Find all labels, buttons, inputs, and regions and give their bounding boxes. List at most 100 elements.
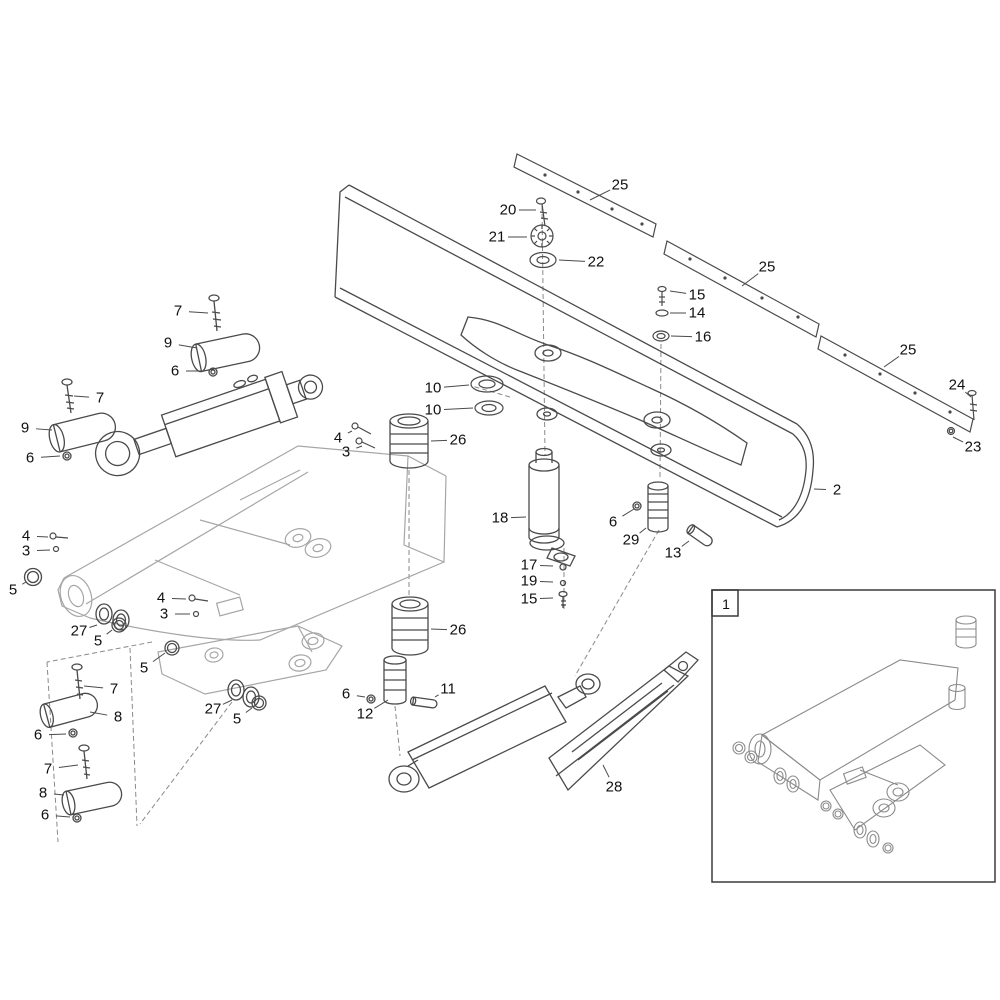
pin-9-lower	[48, 412, 117, 453]
callout-6: 6	[608, 513, 618, 531]
washers-10	[470, 375, 504, 416]
bushing-27-right	[227, 679, 260, 708]
callout-8: 8	[38, 784, 48, 802]
callout-6: 6	[40, 806, 50, 824]
lower-arm-reference	[157, 625, 343, 695]
callout-11: 11	[440, 680, 456, 698]
cylinder-pins	[48, 294, 261, 461]
callout-6: 6	[25, 449, 35, 467]
callout-6: 6	[341, 685, 351, 703]
inset-item-number: 1	[722, 596, 730, 612]
callout-2: 2	[832, 481, 842, 499]
pin-8-kit1	[39, 692, 99, 729]
bushings-26	[389, 413, 429, 656]
pivot-pin-18	[528, 447, 576, 608]
strip-nut-23	[946, 426, 956, 436]
callout-14: 14	[688, 304, 706, 322]
callout-5: 5	[232, 710, 242, 728]
callout-26: 26	[449, 431, 467, 449]
pin-11	[409, 696, 438, 709]
callout-23: 23	[964, 438, 982, 456]
washer-14	[655, 309, 669, 317]
nut-6-kit2	[72, 813, 82, 823]
angle-cylinder	[94, 370, 324, 477]
bolt-7-lower	[61, 378, 75, 414]
callout-6: 6	[33, 726, 43, 744]
inset-assembled-frame	[732, 615, 977, 854]
nut-6-kit1	[68, 728, 78, 738]
bushing-27-left	[95, 603, 130, 631]
bolt-7-upper	[208, 294, 222, 332]
callout-19: 19	[520, 572, 538, 590]
callout-27: 27	[204, 700, 222, 718]
callout-6: 6	[170, 362, 180, 380]
nut-6-lower	[62, 451, 72, 461]
callout-4: 4	[333, 429, 343, 447]
callout-25: 25	[899, 341, 917, 359]
strip-bolt-24	[967, 389, 978, 421]
washer-22	[529, 251, 557, 269]
ring-16	[652, 330, 670, 342]
callout-15: 15	[520, 590, 538, 608]
bushing-29-group	[632, 481, 713, 547]
callout-3: 3	[341, 443, 351, 461]
guard-plate-28	[548, 651, 699, 792]
callout-3: 3	[21, 542, 31, 560]
pin-13	[686, 524, 713, 547]
callout-5: 5	[8, 581, 18, 599]
blade-fasteners	[529, 197, 670, 342]
callout-17: 17	[520, 556, 538, 574]
callout-24: 24	[948, 376, 966, 394]
callout-4: 4	[21, 527, 31, 545]
bushing-26-upper	[389, 413, 429, 469]
callout-28: 28	[605, 778, 623, 796]
frame-pin-kits	[39, 663, 123, 823]
callout-7: 7	[43, 760, 53, 778]
callout-10: 10	[424, 379, 442, 397]
callout-29: 29	[622, 531, 640, 549]
nut-6-cylinder	[366, 694, 376, 704]
callout-12: 12	[356, 705, 374, 723]
projection-lines	[46, 205, 662, 843]
callout-13: 13	[664, 544, 682, 562]
callout-5: 5	[93, 632, 103, 650]
callout-5: 5	[139, 659, 149, 677]
callout-3: 3	[159, 605, 169, 623]
callout-25: 25	[758, 258, 776, 276]
callout-7: 7	[95, 389, 105, 407]
callout-7: 7	[173, 302, 183, 320]
bushing-26-lower	[391, 596, 429, 656]
callout-9: 9	[20, 419, 30, 437]
inset-box	[711, 589, 996, 883]
callout-20: 20	[499, 201, 517, 219]
callout-21: 21	[488, 228, 506, 246]
serrated-nut-21	[530, 224, 554, 248]
callout-4: 4	[156, 589, 166, 607]
blade	[334, 184, 815, 528]
pin-9-upper	[190, 333, 261, 373]
bolt-7-kit2	[78, 744, 91, 780]
callout-10: 10	[424, 401, 442, 419]
callout-25: 25	[611, 176, 629, 194]
small-screws	[49, 422, 376, 618]
bolt-15-upper	[657, 285, 667, 306]
bolt-15-lower	[558, 590, 568, 608]
seal-rings	[23, 567, 267, 711]
callout-26: 26	[449, 621, 467, 639]
callout-27: 27	[70, 622, 88, 640]
tilt-cylinder-group	[366, 655, 601, 793]
fastener-17	[559, 563, 567, 571]
bolt-20	[535, 197, 549, 227]
pin-8-kit2	[61, 781, 123, 816]
callout-15: 15	[688, 286, 706, 304]
wear-strips	[513, 153, 978, 436]
callout-7: 7	[109, 680, 119, 698]
nut-6-upper	[208, 367, 218, 377]
nut-6-mid	[632, 501, 642, 511]
callout-8: 8	[113, 708, 123, 726]
callout-18: 18	[491, 509, 509, 527]
callout-16: 16	[694, 328, 712, 346]
leader-lines	[22, 189, 972, 818]
